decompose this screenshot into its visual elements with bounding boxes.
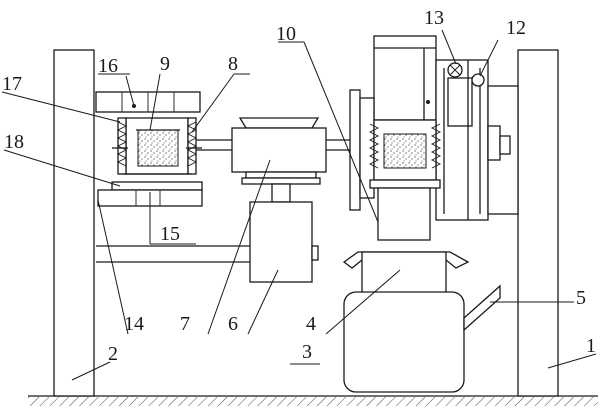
label-8: 8 xyxy=(228,53,238,75)
label-1: 1 xyxy=(586,335,596,357)
label-12: 12 xyxy=(506,17,526,39)
label-17: 17 xyxy=(2,73,22,95)
left-mold-assembly xyxy=(111,117,203,191)
funnel-hopper xyxy=(342,251,470,295)
ground-base xyxy=(28,395,598,406)
label-10: 10 xyxy=(276,23,296,45)
label-14: 14 xyxy=(124,313,144,335)
motor-unit xyxy=(249,201,319,283)
collection-tank xyxy=(343,291,465,393)
label-16: 16 xyxy=(98,55,118,77)
gauge-pair xyxy=(447,62,485,87)
label-15: 15 xyxy=(160,223,180,245)
label-2: 2 xyxy=(108,343,118,365)
label-18: 18 xyxy=(4,131,24,153)
right-pressing-assembly xyxy=(349,35,519,221)
part-labels: 1 2 3 4 5 6 7 8 9 10 12 13 14 15 16 17 1… xyxy=(2,7,596,365)
right-mold-assembly xyxy=(368,119,442,241)
right-column xyxy=(517,49,559,397)
label-6: 6 xyxy=(228,313,238,335)
label-13: 13 xyxy=(424,7,444,29)
central-gearbox xyxy=(231,117,327,203)
left-column xyxy=(53,49,95,397)
top-mold-plate xyxy=(95,91,201,113)
label-7: 7 xyxy=(180,313,190,335)
label-5: 5 xyxy=(576,287,586,309)
label-3: 3 xyxy=(302,341,312,363)
outlet-chute xyxy=(463,284,501,332)
leader-lines xyxy=(1,29,597,381)
label-9: 9 xyxy=(160,53,170,75)
label-4: 4 xyxy=(306,313,316,335)
